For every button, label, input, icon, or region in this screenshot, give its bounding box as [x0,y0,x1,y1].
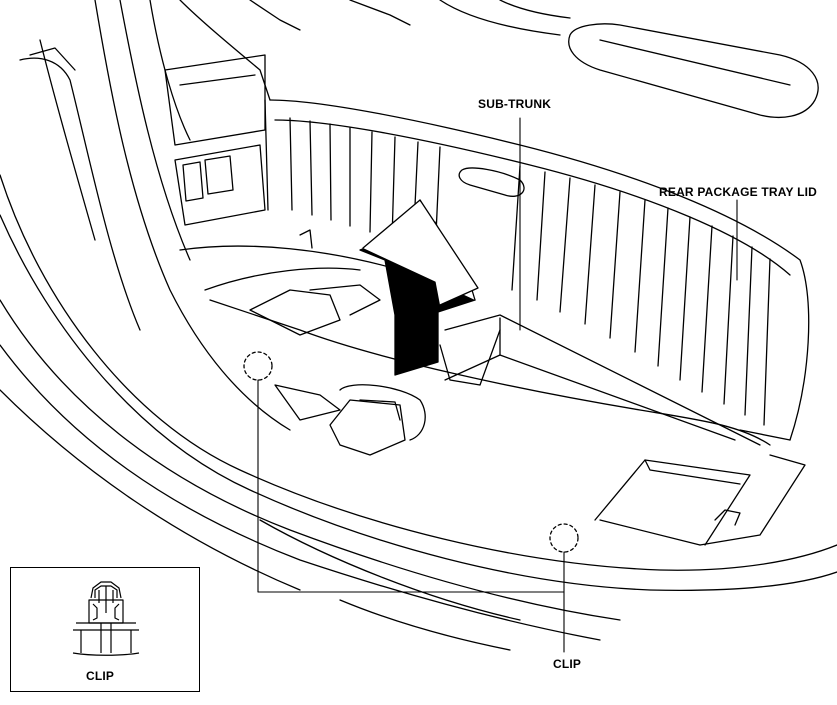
sub-trunk [179,229,806,546]
inset-clip-label: CLIP [86,669,115,683]
body-outline [0,0,837,651]
rear-package-tray-lid-label: REAR PACKAGE TRAY LID [659,185,817,199]
tray-ribs [289,117,771,426]
removal-arrow [359,199,479,376]
leader-lines [257,117,738,653]
clip-marker-right [549,523,579,553]
rear-package-tray-lid [264,99,810,441]
roof-structure [164,0,819,226]
sub-trunk-label: SUB-TRUNK [478,97,552,111]
clip-label: CLIP [553,657,582,671]
clip-marker-left [243,351,273,381]
clip-detail-inset [10,567,200,692]
clip-detail-icon [72,581,140,656]
